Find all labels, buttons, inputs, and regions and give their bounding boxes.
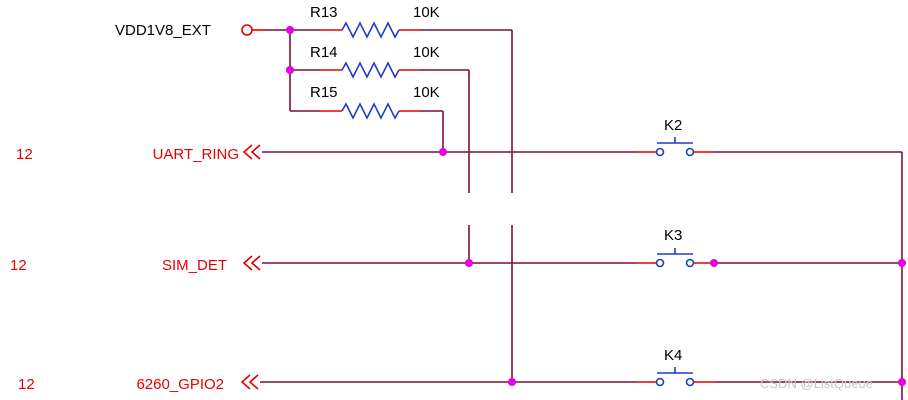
- signal-page-ref: 12: [18, 376, 35, 393]
- junction-dot: [286, 26, 294, 34]
- switch-k3: [636, 248, 716, 268]
- resistor-r14: [290, 61, 469, 79]
- resistor-r13: [290, 21, 512, 39]
- junction-dot: [898, 378, 906, 386]
- junction-dot: [508, 378, 516, 386]
- offpage-connector-icon: [242, 144, 261, 160]
- switch-k4-ref: K4: [664, 347, 682, 364]
- switch-k2-ref: K2: [664, 117, 682, 134]
- resistor-r14-value: 10K: [413, 44, 440, 61]
- watermark: CSDN @ListQueue: [760, 376, 873, 391]
- junction-dot: [439, 148, 447, 156]
- resistor-r13-ref: R13: [310, 4, 338, 21]
- power-net-label: VDD1V8_EXT: [115, 22, 211, 39]
- signal-label-6260-gpio2: 6260_GPIO2: [136, 376, 224, 393]
- switch-k3-ref: K3: [664, 227, 682, 244]
- junction-dot: [898, 259, 906, 267]
- resistor-r15-ref: R15: [310, 84, 338, 101]
- resistor-r15: [290, 102, 443, 120]
- signal-page-ref: 12: [10, 257, 27, 274]
- junction-dot: [710, 259, 718, 267]
- switch-k2: [636, 137, 716, 157]
- power-terminal-icon: [241, 24, 253, 36]
- resistor-r14-ref: R14: [310, 44, 338, 61]
- resistor-r13-value: 10K: [413, 4, 440, 21]
- signal-page-ref: 12: [16, 146, 33, 163]
- junction-dot: [465, 259, 473, 267]
- offpage-connector-icon: [240, 374, 259, 390]
- resistor-r15-value: 10K: [413, 84, 440, 101]
- junction-dot: [286, 66, 294, 74]
- switch-k4: [636, 367, 716, 387]
- signal-label-sim-det: SIM_DET: [162, 257, 227, 274]
- signal-label-uart-ring: UART_RING: [153, 146, 239, 163]
- offpage-connector-icon: [242, 255, 261, 271]
